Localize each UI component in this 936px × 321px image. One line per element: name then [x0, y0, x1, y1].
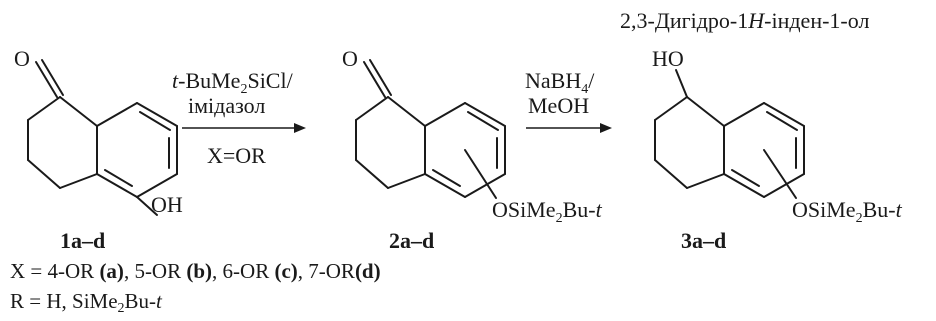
compound-1-hydroxy: OH — [151, 192, 183, 217]
x-item-position: 5-OR — [134, 259, 187, 283]
product-name: 2,3-Дигідро-1H-інден-1-ол — [620, 8, 869, 33]
x-item-code: (b) — [186, 259, 213, 283]
step-1-arrowhead — [294, 123, 306, 133]
x-item-separator: , — [297, 259, 309, 283]
x-item-code: (d) — [354, 259, 381, 283]
x-item-separator: , — [123, 259, 135, 283]
x-item-position: 6-OR — [222, 259, 275, 283]
x-item-separator: , — [212, 259, 223, 283]
step-2-solvent: MeOH — [528, 93, 589, 118]
compound-1-structure — [27, 59, 178, 216]
x-item-position: 4-OR — [47, 259, 100, 283]
compound-2-label: 2a–d — [389, 228, 434, 253]
step-2-arrowhead — [600, 123, 612, 133]
r-definition: R = H, SiMe2Bu-t — [10, 289, 162, 316]
compound-3-silyl-ether: OSiMe2Bu-t — [792, 197, 903, 226]
step-2-reagent: NaBH4/ — [525, 68, 595, 97]
scheme-notes: X = 4-OR (a), 5-OR (b), 6-OR (c), 7-OR(d… — [10, 256, 381, 316]
compound-3-structure — [654, 69, 805, 199]
reaction-scheme: 2,3-Дигідро-1H-інден-1-ол O OH 1a–d t-Bu… — [14, 8, 903, 253]
compound-2-silyl-ether: OSiMe2Bu-t — [492, 197, 603, 226]
x-definition: X = 4-OR (a), 5-OR (b), 6-OR (c), 7-OR(d… — [10, 259, 381, 283]
step-1-reagent: t-BuMe2SiCl/ — [172, 68, 294, 97]
compound-2-carbonyl-o: O — [342, 46, 358, 71]
x-item-code: (c) — [274, 259, 298, 283]
x-item-code: (a) — [99, 259, 124, 283]
compound-3-hydroxyl: HO — [652, 46, 684, 71]
x-item-position: 7-OR — [308, 259, 355, 283]
compound-2-structure — [355, 59, 506, 199]
compound-1-carbonyl-o: O — [14, 46, 30, 71]
step-1-condition: X=OR — [207, 143, 266, 168]
compound-3-label: 3a–d — [681, 228, 726, 253]
compound-1-label: 1a–d — [60, 228, 105, 253]
step-1-solvent: імідазол — [188, 93, 265, 118]
